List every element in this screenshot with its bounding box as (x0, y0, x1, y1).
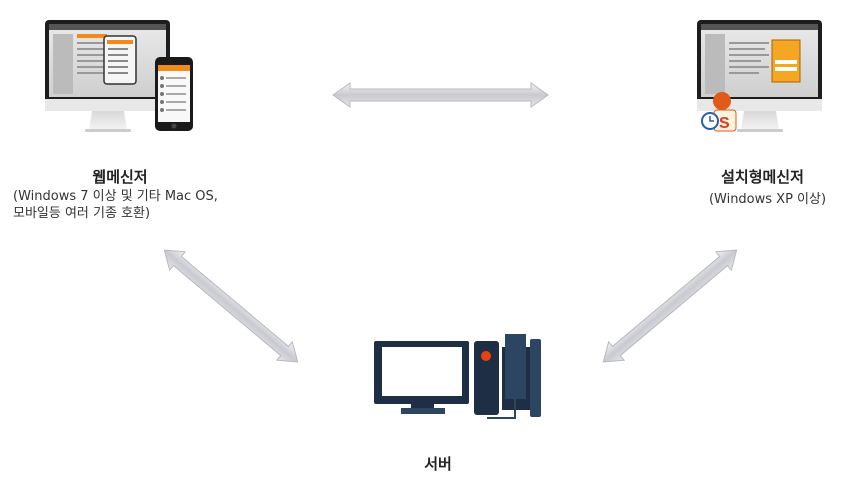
sync-arrow-web-server (163, 249, 299, 363)
installed-messenger-monitor-icon (697, 20, 822, 132)
web-messenger-monitor-icon (45, 20, 170, 132)
svg-text:S: S (719, 115, 730, 132)
sync-arrow-installed-server (602, 249, 738, 363)
web-messenger-title: 웹메신저 (92, 168, 148, 186)
server-computer-icon (374, 334, 541, 419)
installed-messenger-title: 설치형메신저 (721, 168, 804, 186)
mobile-phone-icon (155, 57, 193, 131)
web-messenger-subtitle-line2: 모바일등 여러 기종 호환) (13, 206, 151, 221)
installed-messenger-subtitle: (Windows XP 이상) (708, 192, 827, 207)
server-title: 서버 (424, 455, 452, 473)
sync-arrow-horizontal (332, 82, 549, 108)
web-messenger-subtitle-line1: (Windows 7 이상 및 기타 Mac OS, (13, 189, 218, 204)
messenger-app-logo-icon: S (701, 92, 737, 132)
